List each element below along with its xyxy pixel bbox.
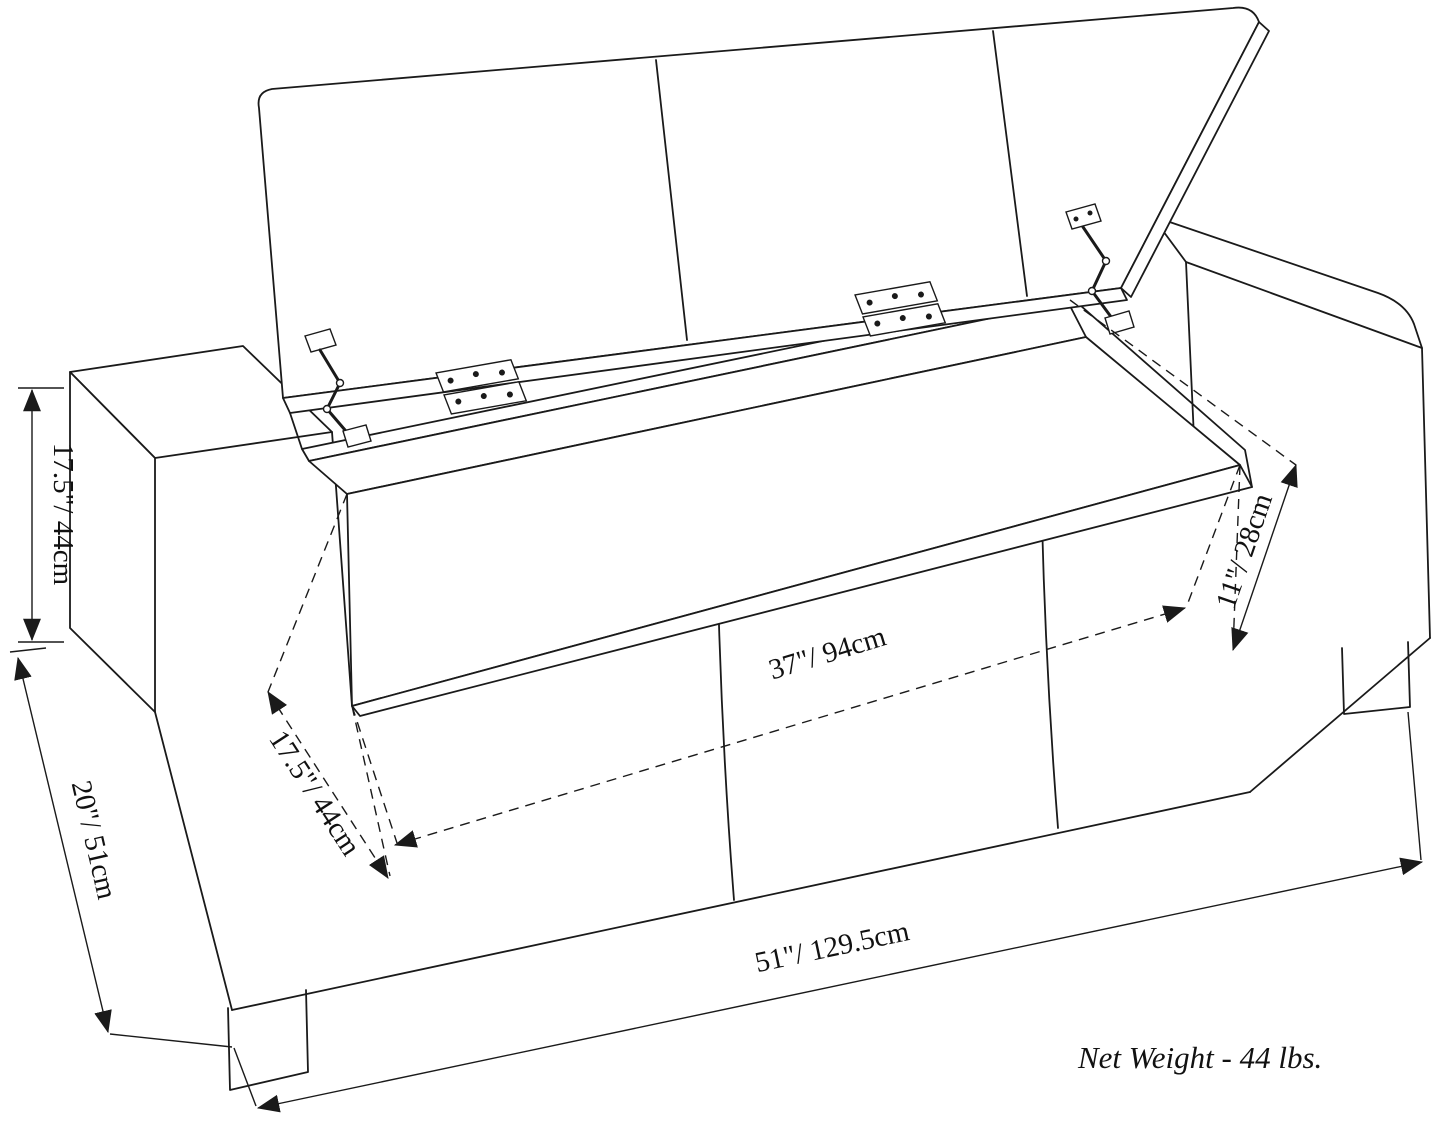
hinge-left <box>435 359 528 415</box>
lid-support-left <box>304 328 372 448</box>
dimension-arrows <box>9 387 1424 1113</box>
dimension-label-left-height: 17.5"/ 44cm <box>47 443 79 586</box>
hinge-screw <box>480 393 487 400</box>
dimension-label-overall-width: 51"/ 129.5cm <box>752 915 912 979</box>
hinge-screw <box>917 291 924 298</box>
hinge-screw <box>498 369 505 376</box>
dimension-arrow-front-height <box>14 656 112 1034</box>
base-bottom-right-edge <box>1249 637 1431 793</box>
extension-front-height-top <box>9 647 47 653</box>
dimension-label-interior-width: 37"/ 94cm <box>765 620 890 686</box>
front-left-foot <box>227 989 309 1091</box>
hinge-screw <box>891 293 898 300</box>
lid-right-thickness <box>1120 21 1270 298</box>
hinge-screw <box>506 391 513 398</box>
lid-top-surface <box>257 6 1260 399</box>
extension-interior-height-top <box>1069 299 1297 466</box>
hinge-screw <box>925 313 932 320</box>
hinge-screw <box>874 320 881 327</box>
front-panel-seam-right <box>1041 521 1059 829</box>
dimension-arrow-interior-depth <box>267 691 389 879</box>
hinge-screw <box>866 299 873 306</box>
dimension-arrow-interior-width <box>393 605 1187 848</box>
dimension-label-interior-depth: 17.5"/ 44cm <box>262 725 367 862</box>
support-pivot <box>1101 256 1111 266</box>
extension-interior-depth-back <box>267 493 348 693</box>
lid-to-rail-connector <box>289 412 303 450</box>
support-bracket-upper <box>304 328 337 353</box>
support-bracket-upper <box>1065 203 1102 230</box>
dimension-label-front-height: 20"/ 51cm <box>65 778 123 903</box>
support-strut <box>1081 225 1119 327</box>
support-pivot <box>1087 286 1097 296</box>
extension-overall-width-right <box>1407 711 1422 861</box>
support-pivot <box>335 378 345 388</box>
extension-overall-width-left <box>233 1047 257 1107</box>
bracket-screw <box>1087 210 1093 216</box>
hinge-screw <box>447 377 454 384</box>
dimension-arrow-overall-width <box>256 857 1424 1113</box>
support-pivot <box>322 404 332 414</box>
extension-front-height-bottom <box>109 1033 233 1048</box>
base-front-left-edge <box>154 711 233 1011</box>
lid-seam-left <box>655 59 688 341</box>
right-foot <box>1341 641 1411 715</box>
hinge-right <box>854 281 947 337</box>
right-arm-top-face <box>1151 215 1423 349</box>
support-bracket-lower <box>342 424 372 448</box>
right-arm-outer-edge <box>1421 347 1431 639</box>
support-bracket-lower <box>1104 310 1135 335</box>
lid-support-right <box>1065 203 1135 335</box>
bench-body <box>69 215 1431 1091</box>
dimension-label-interior-height: 11"/ 28cm <box>1210 489 1279 613</box>
hinge-screw <box>472 371 479 378</box>
dimension-arrow-interior-height <box>1231 463 1298 652</box>
support-strut <box>318 348 353 439</box>
bracket-screw <box>1073 216 1079 222</box>
lid-seam-right <box>992 30 1028 297</box>
extension-interior-width-left <box>351 705 398 844</box>
hinge-screw <box>455 398 462 405</box>
extension-interior-width-right <box>1185 464 1241 609</box>
base-bottom-front-edge <box>231 791 1251 1011</box>
hinge-screw <box>899 315 906 322</box>
net-weight-label: Net Weight - 44 lbs. <box>1077 1040 1322 1075</box>
